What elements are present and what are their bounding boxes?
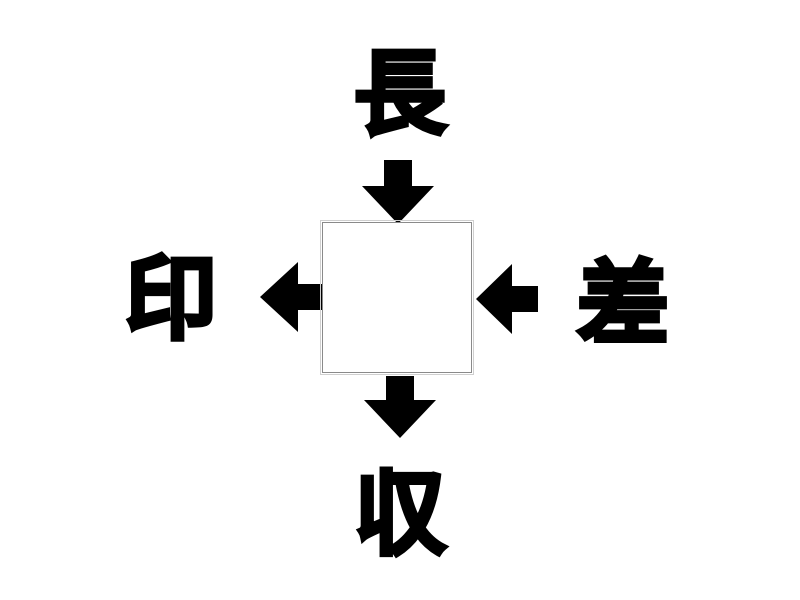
arrow-down-icon (364, 376, 436, 438)
arrow-down-icon (362, 160, 434, 224)
arrow-left-icon (260, 262, 324, 332)
answer-box[interactable] (320, 220, 474, 375)
kanji-bottom: 収 (352, 459, 448, 570)
arrow-left-icon (476, 264, 538, 334)
kanji-right: 差 (575, 249, 671, 360)
answer-input[interactable] (323, 223, 471, 372)
kanji-top: 長 (352, 39, 448, 150)
kanji-left: 印 (123, 244, 219, 355)
